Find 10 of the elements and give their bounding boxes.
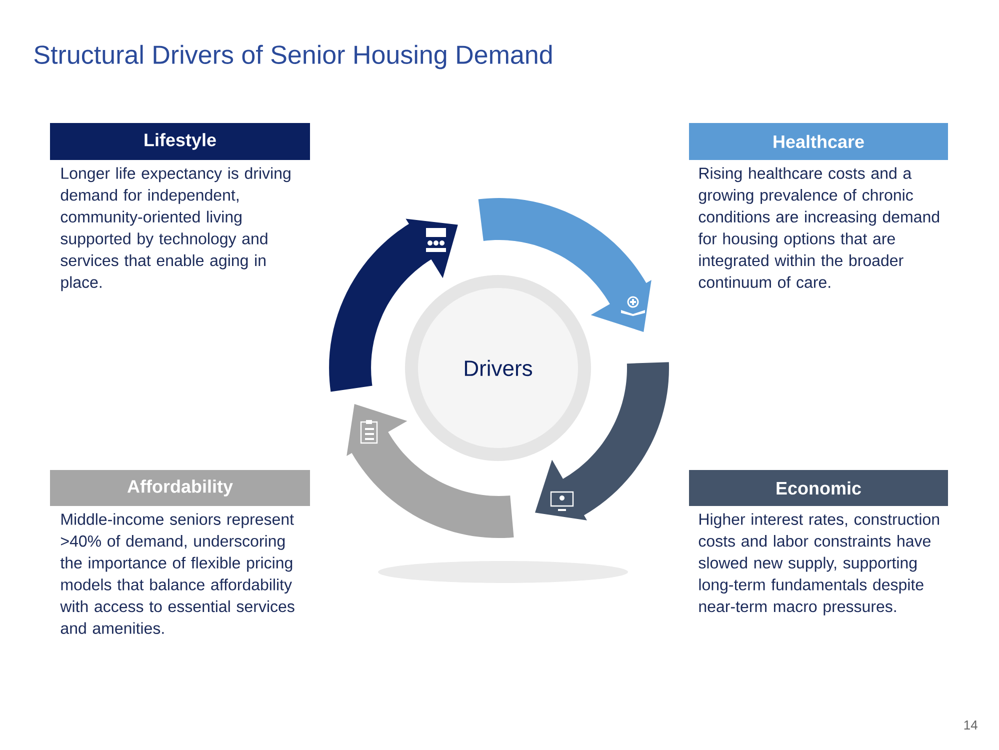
slide-title: Structural Drivers of Senior Housing Demand	[34, 44, 552, 70]
description-text: Middle-income seniors represent >40% of demand, underscoring the importance of flexible pricing models that balance affordability with access to essential services and amenities.	[60, 513, 294, 634]
page-number: 14	[964, 720, 978, 730]
category-header: Healthcare	[689, 123, 948, 160]
description-text: Longer life expectancy is driving demand for independent, community-oriented living supported by technology and services that enable aging in place.	[60, 167, 290, 292]
description-text: Higher interest rates, construction costs and labor constraints have slowed new supply, supporting long-term fundamentals despite near-term macro pressures.	[698, 513, 939, 616]
category-header: Economic	[689, 470, 948, 506]
category-header: Affordability	[50, 470, 310, 506]
description-text: Rising healthcare costs and a growing prevalence of chronic conditions are increasing demand for housing options that are integrated within the broader continuum of care.	[698, 167, 940, 288]
category-header: Lifestyle	[50, 123, 310, 160]
